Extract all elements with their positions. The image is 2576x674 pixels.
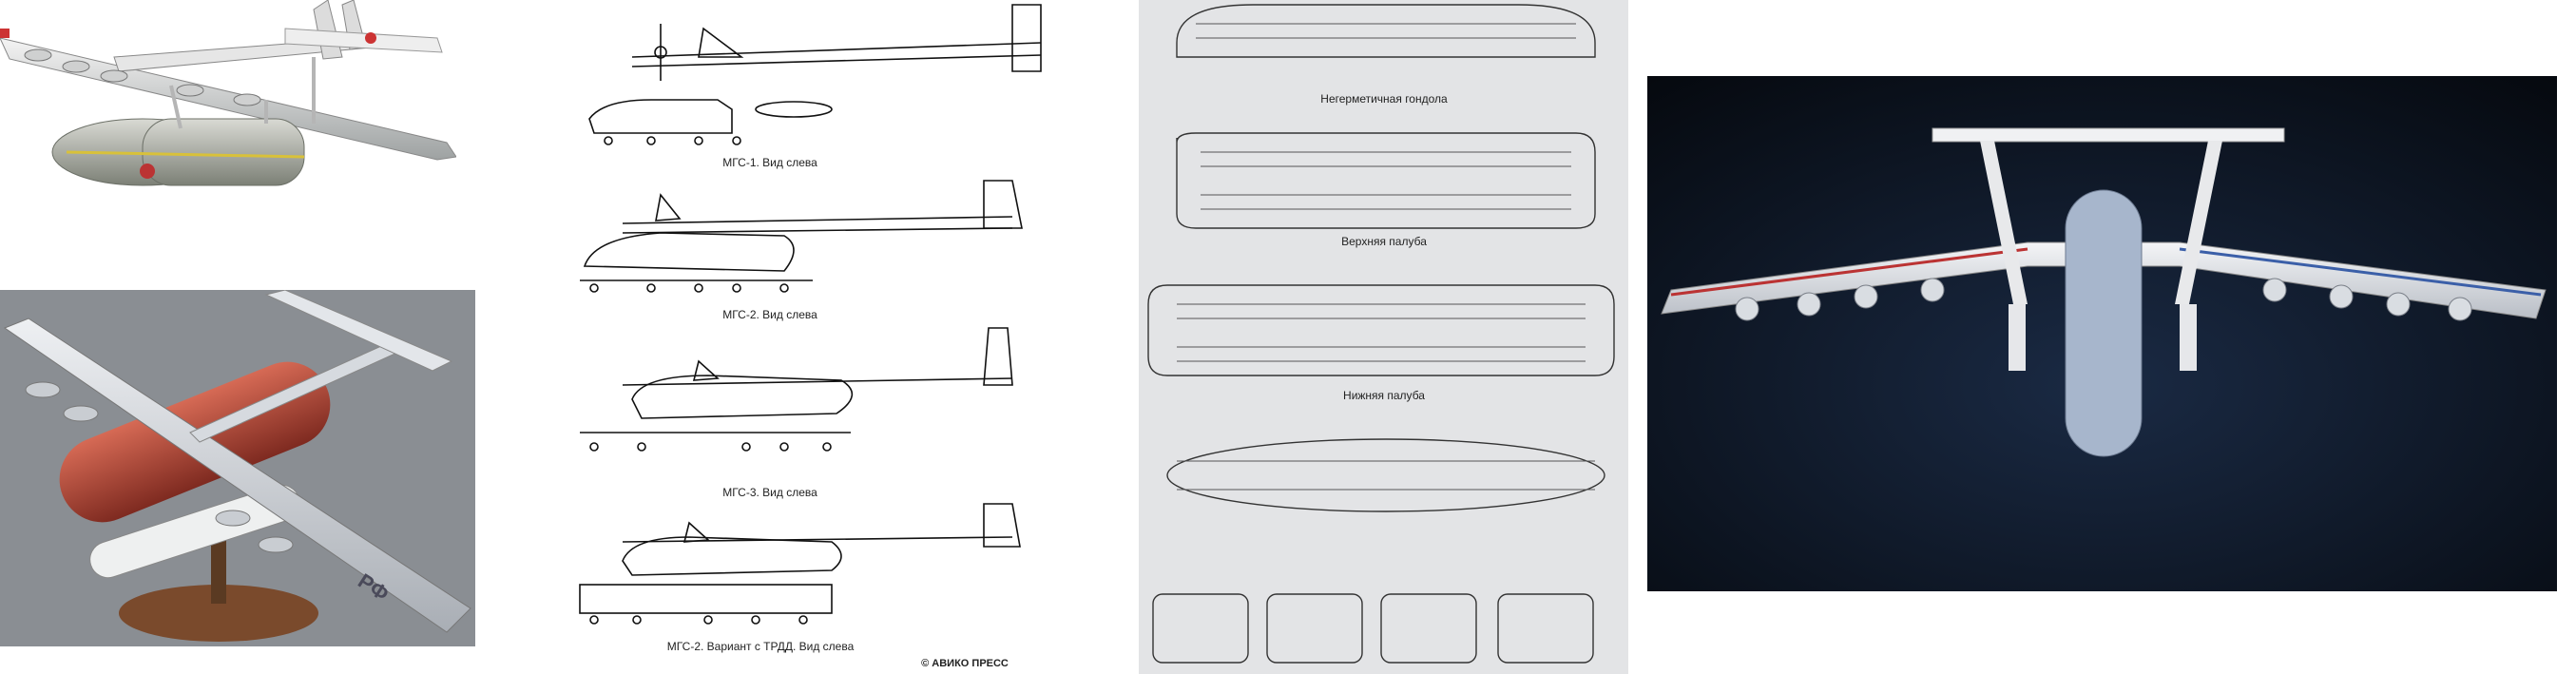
mgs-side-views-sheet: МГС-1. Вид слева МГС-2. Вид слева МГС-3.… <box>566 0 1060 674</box>
lower-deck-caption: Нижняя палуба <box>1343 389 1425 402</box>
mgs-side-views-drawing: МГС-1. Вид слева МГС-2. Вид слева МГС-3.… <box>579 4 1042 669</box>
mgs2-caption: МГС-2. Вид слева <box>722 308 817 321</box>
carrier-rendering-image <box>0 0 456 186</box>
upper-deck-caption: Верхняя палуба <box>1341 235 1427 248</box>
mgs1-caption: МГС-1. Вид слева <box>722 156 817 169</box>
model-photo-image: РФ <box>0 290 475 646</box>
model-photo-panel: РФ <box>0 290 475 646</box>
deck-plan-sheet: Негерметичная гондола Верхняя палуба Ниж… <box>1139 0 1628 674</box>
carrier-rendering-panel <box>0 0 456 204</box>
dark-model-photo-panel <box>1647 76 2557 591</box>
gondola-caption: Негерметичная гондола <box>1320 92 1448 106</box>
dark-model-photo-image <box>1647 76 2557 591</box>
deck-plan-drawing: Негерметичная гондола Верхняя палуба Ниж… <box>1147 4 1615 664</box>
mgs3-caption: МГС-3. Вид слева <box>722 486 817 499</box>
publisher-credit: © АВИКО ПРЕСС <box>921 658 1009 669</box>
mgs2-turbofan-caption: МГС-2. Вариант с ТРДД. Вид слева <box>667 640 855 653</box>
